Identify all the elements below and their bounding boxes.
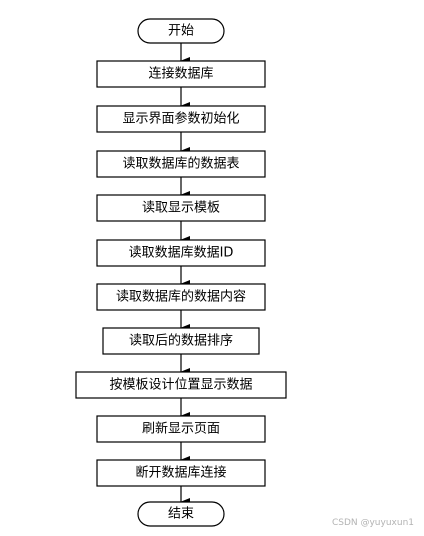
start-node: 开始 bbox=[137, 18, 225, 44]
process-step-1: 连接数据库 bbox=[96, 60, 266, 88]
step-label: 读取显示模板 bbox=[142, 201, 220, 216]
step-label: 断开数据库连接 bbox=[135, 465, 226, 481]
step-label: 读取数据库数据ID bbox=[129, 245, 234, 261]
process-step-9: 刷新显示页面 bbox=[96, 415, 266, 443]
process-step-7: 读取后的数据排序 bbox=[102, 327, 260, 355]
step-label: 按模板设计位置显示数据 bbox=[109, 378, 252, 393]
end-label: 结束 bbox=[168, 507, 194, 522]
step-label: 刷新显示页面 bbox=[142, 421, 220, 437]
process-step-10: 断开数据库连接 bbox=[96, 459, 266, 487]
process-step-8: 按模板设计位置显示数据 bbox=[75, 371, 287, 399]
process-step-4: 读取显示模板 bbox=[96, 194, 266, 222]
process-step-3: 读取数据库的数据表 bbox=[96, 150, 266, 178]
start-label: 开始 bbox=[168, 24, 194, 39]
end-node: 结束 bbox=[137, 501, 225, 527]
step-label: 读取数据库的数据表 bbox=[122, 156, 239, 172]
step-label: 读取数据库的数据内容 bbox=[116, 289, 246, 305]
process-step-5: 读取数据库数据ID bbox=[96, 239, 266, 267]
step-label: 连接数据库 bbox=[148, 66, 213, 82]
process-step-6: 读取数据库的数据内容 bbox=[96, 283, 266, 311]
step-label: 显示界面参数初始化 bbox=[122, 111, 239, 127]
step-label: 读取后的数据排序 bbox=[129, 333, 233, 349]
watermark-text: CSDN @yuyuxun1 bbox=[331, 518, 414, 528]
process-step-2: 显示界面参数初始化 bbox=[96, 105, 266, 133]
